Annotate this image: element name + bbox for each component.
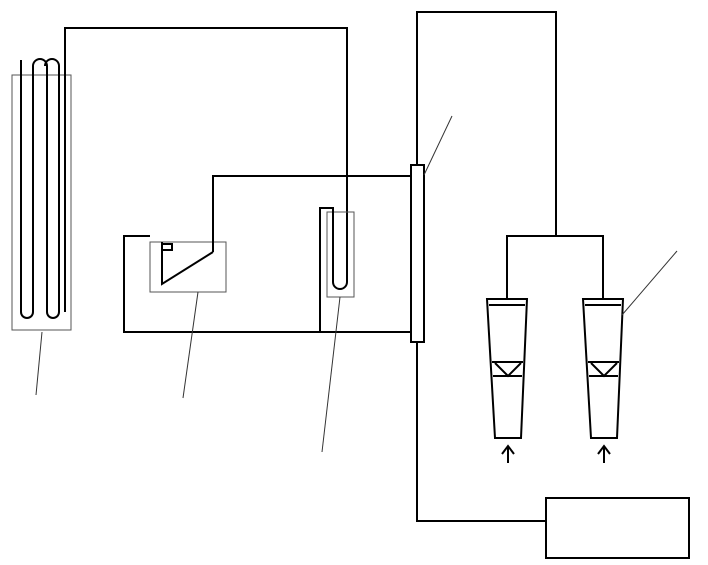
leader-line-coil	[35, 331, 43, 396]
bottom-pipe	[416, 342, 546, 522]
vertical-manifold	[410, 11, 557, 522]
u-tube-vessel	[319, 207, 355, 332]
inclined-plate	[161, 242, 214, 286]
branch-header	[506, 235, 604, 299]
top-loop-pipe	[416, 11, 557, 236]
check-valve-icon	[590, 362, 618, 378]
u-tube	[319, 207, 348, 332]
conical-separator-right	[581, 298, 625, 463]
tank-loop-pipe	[212, 175, 411, 252]
inlet-arrow-icon	[597, 444, 611, 463]
coil-outlet-pipe	[64, 27, 348, 312]
conical-separator-left	[485, 298, 529, 463]
inlet-arrow-icon	[501, 444, 515, 463]
leader-line-separator	[621, 250, 678, 316]
leader-lines	[35, 115, 678, 453]
tank-fitting	[161, 243, 173, 251]
coil-vessel-outline	[11, 74, 72, 331]
u-tube-vessel-outline	[326, 211, 355, 298]
separator-body	[485, 298, 529, 439]
check-valve-icon	[494, 362, 522, 378]
leader-line-u-tube	[321, 296, 341, 453]
separator-body	[581, 298, 625, 439]
leader-line-tank	[182, 291, 199, 399]
tank-outline	[149, 241, 227, 293]
separator-branch	[506, 235, 604, 299]
tilted-plate-tank	[123, 175, 411, 333]
receiver-box	[545, 497, 690, 559]
tank-return-pipe	[123, 235, 411, 333]
manifold-column	[410, 164, 425, 343]
leader-line-manifold	[423, 115, 453, 176]
serpentine-coil	[11, 27, 348, 331]
coil-tube	[20, 58, 60, 319]
